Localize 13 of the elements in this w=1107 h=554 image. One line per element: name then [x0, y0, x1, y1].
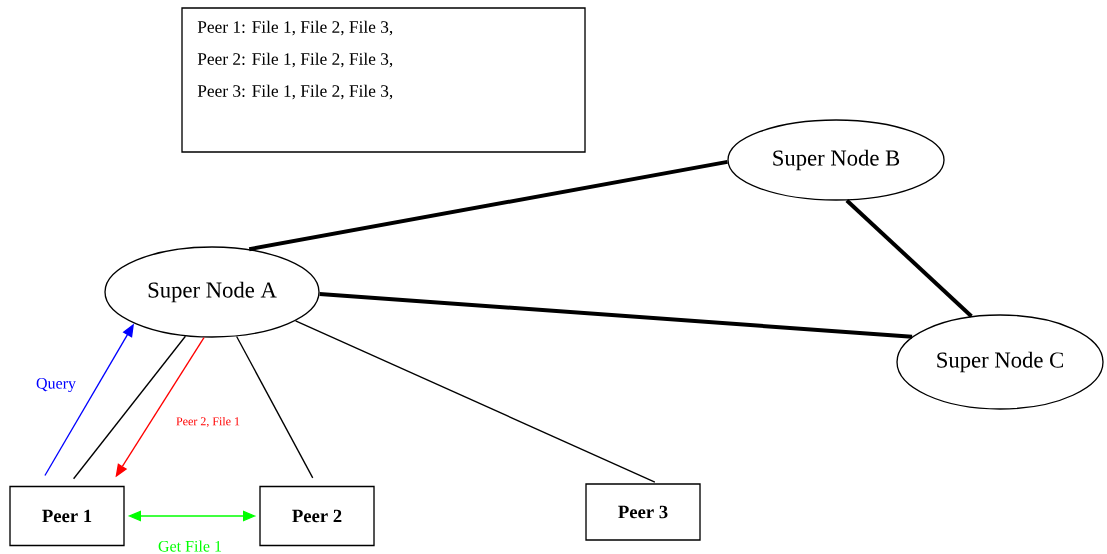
- connector-line: [319, 291, 913, 339]
- connector-line: [235, 335, 314, 479]
- connector-line: [248, 159, 728, 252]
- edge-label: Query: [36, 377, 76, 393]
- file-table-box: Peer 1: File 1, File 2, File 3, Peer 2: File 1, File 2, File 3, Peer 3: File 1, File 2, File 3,: [181, 7, 586, 153]
- peer-box: Peer 2: [259, 485, 375, 547]
- peer-box: Peer 3: [585, 483, 701, 541]
- edge-label: Get File 1: [158, 540, 222, 552]
- peer-box: Peer 1: [9, 485, 125, 547]
- connector-line: [845, 199, 973, 318]
- connector-line: [294, 320, 656, 483]
- connector-line: [72, 335, 187, 480]
- edge-label: Peer 2, File 1: [176, 416, 240, 428]
